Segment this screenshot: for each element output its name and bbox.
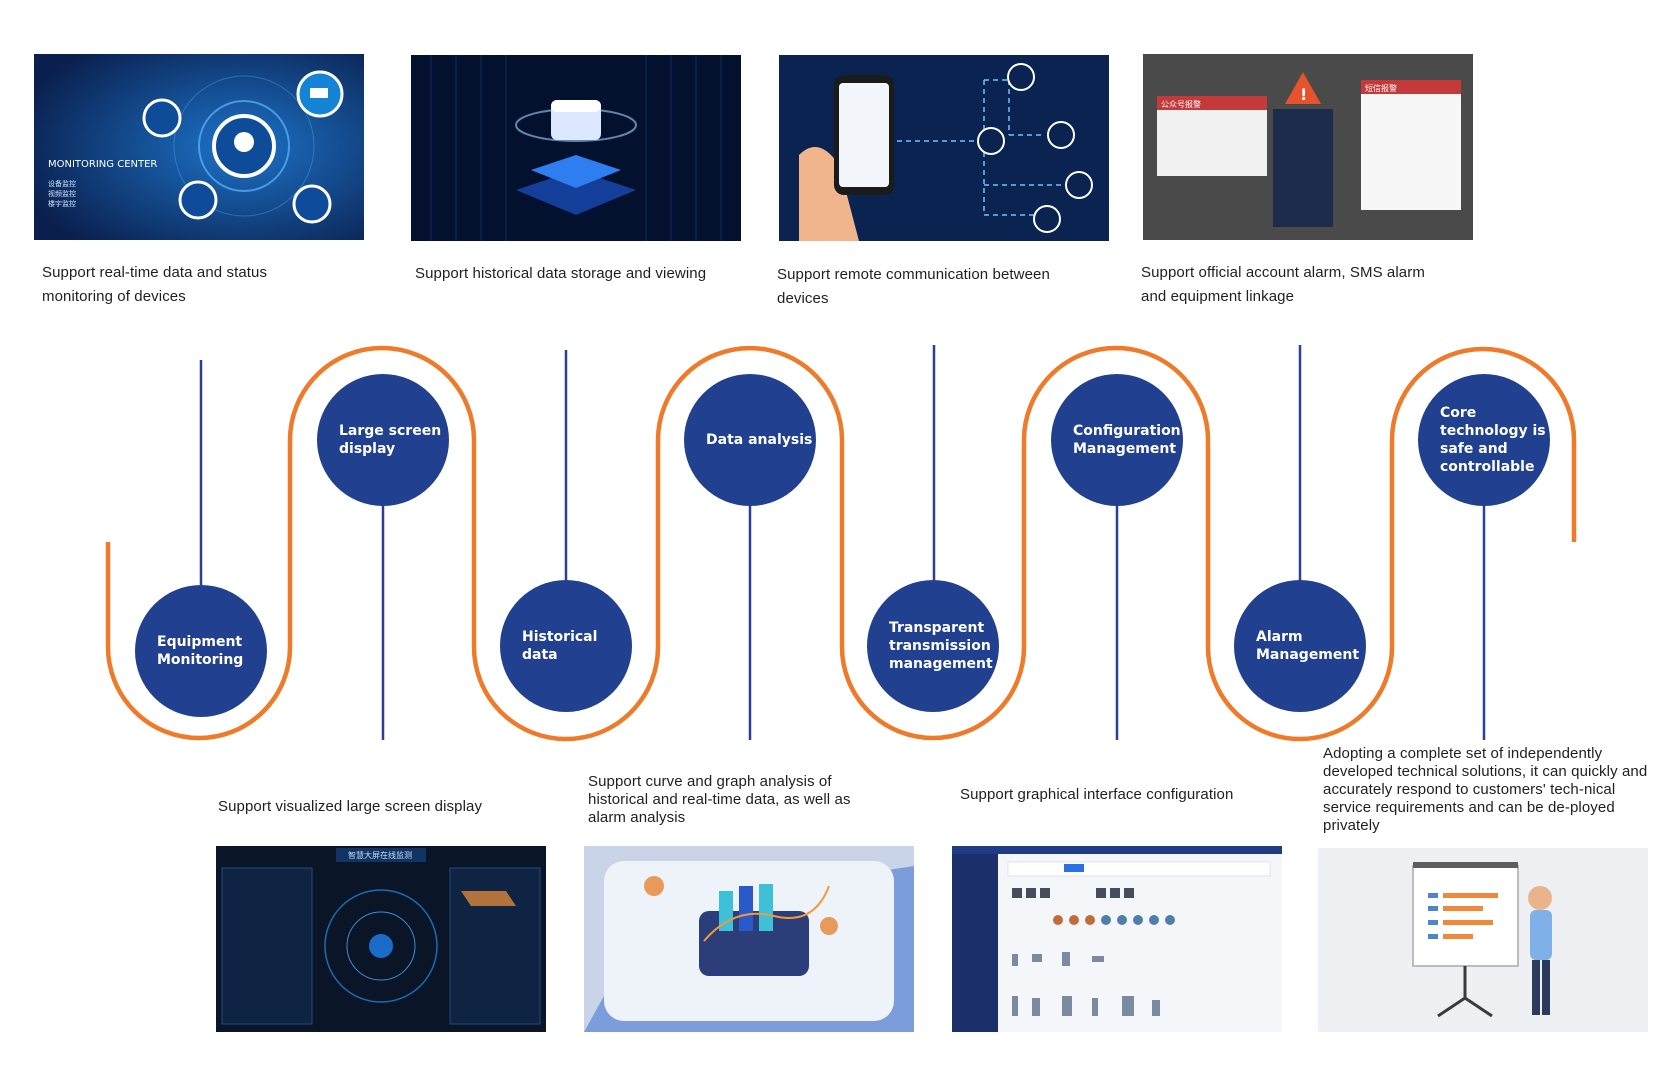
person-icon [644,876,664,896]
node-label: Core technology is safe and controllable [1440,405,1546,475]
monitoring-item: 设备监控 [48,179,76,188]
thumbnail-data-analysis [584,846,914,1032]
router-icon [977,127,1005,155]
alarm-tag-right: 短信报警 [1365,83,1397,93]
svg-text:!: ! [1300,85,1307,104]
caption-remote-communication: Support remote communication between dev… [777,266,1050,307]
caption-equipment-monitoring: Support real-time data and status monito… [42,264,268,305]
node-label: Transparent transmission management [889,620,993,672]
monitoring-item: 视频监控 [48,189,76,198]
alarm-tag-left: 公众号报警 [1161,99,1201,109]
dashboard-icon [699,911,809,976]
thumbnail-presenter [1318,848,1648,1032]
thumbnail-alarm: 公众号报警 ! 短信报警 [1143,54,1473,240]
thumbnail-large-screen: 智慧大屏在线监测 [216,846,546,1032]
chart-icon [178,180,218,220]
wifi-icon [1033,205,1061,233]
thumbnail-monitoring-center: MONITORING CENTER 设备监控 视频监控 楼宇监控 [34,54,364,240]
caption-core-technology: Adopting a complete set of independently… [1323,745,1648,834]
node-transparent-transmission: Transparent transmission management [867,580,999,712]
presenter-icon [1528,886,1552,910]
node-label: Equipment Monitoring [157,634,244,668]
meter-icon [1047,121,1075,149]
warning-icon [1285,72,1321,104]
monitoring-item: 楼宇监控 [48,199,76,208]
node-label: Data analysis [706,432,813,448]
caption-configuration: Support graphical interface configuratio… [960,786,1234,803]
node-large-screen-display: Large screen display [317,374,449,506]
thumbnail-data-storage [411,55,741,241]
caption-alarm-linkage: Support official account alarm, SMS alar… [1141,264,1425,305]
caption-large-screen: Support visualized large screen display [218,798,483,815]
node-label: Configuration Management [1073,423,1181,457]
thumbnail-configuration [952,846,1282,1032]
caption-historical-data: Support historical data storage and view… [415,265,707,282]
node-data-analysis: Data analysis [684,374,816,506]
node-equipment-monitoring: Equipment Monitoring [135,585,267,717]
caption-data-analysis: Support curve and graph analysis of hist… [588,773,851,826]
device-icon [1007,63,1035,91]
controller-device-icon [1273,109,1333,227]
serpentine-path [105,345,1577,742]
node-label: Historical data [522,629,598,663]
node-core-technology: Core technology is safe and controllable [1418,374,1550,506]
thumbnail-remote-communication [779,55,1109,241]
node-label: Large screen display [339,423,442,457]
gauge-icon [142,98,182,138]
person-icon [820,917,838,935]
presentation-board-icon [1412,865,1519,967]
monitoring-center-label: MONITORING CENTER [48,159,157,170]
node-label: Alarm Management [1256,629,1360,663]
camera-icon [1065,171,1093,199]
node-historical-data: Historical data [500,580,632,712]
node-configuration-management: Configuration Management [1051,374,1183,506]
webcam-icon [292,184,332,224]
screen-title: 智慧大屏在线监测 [348,850,412,860]
node-alarm-management: Alarm Management [1234,580,1366,712]
